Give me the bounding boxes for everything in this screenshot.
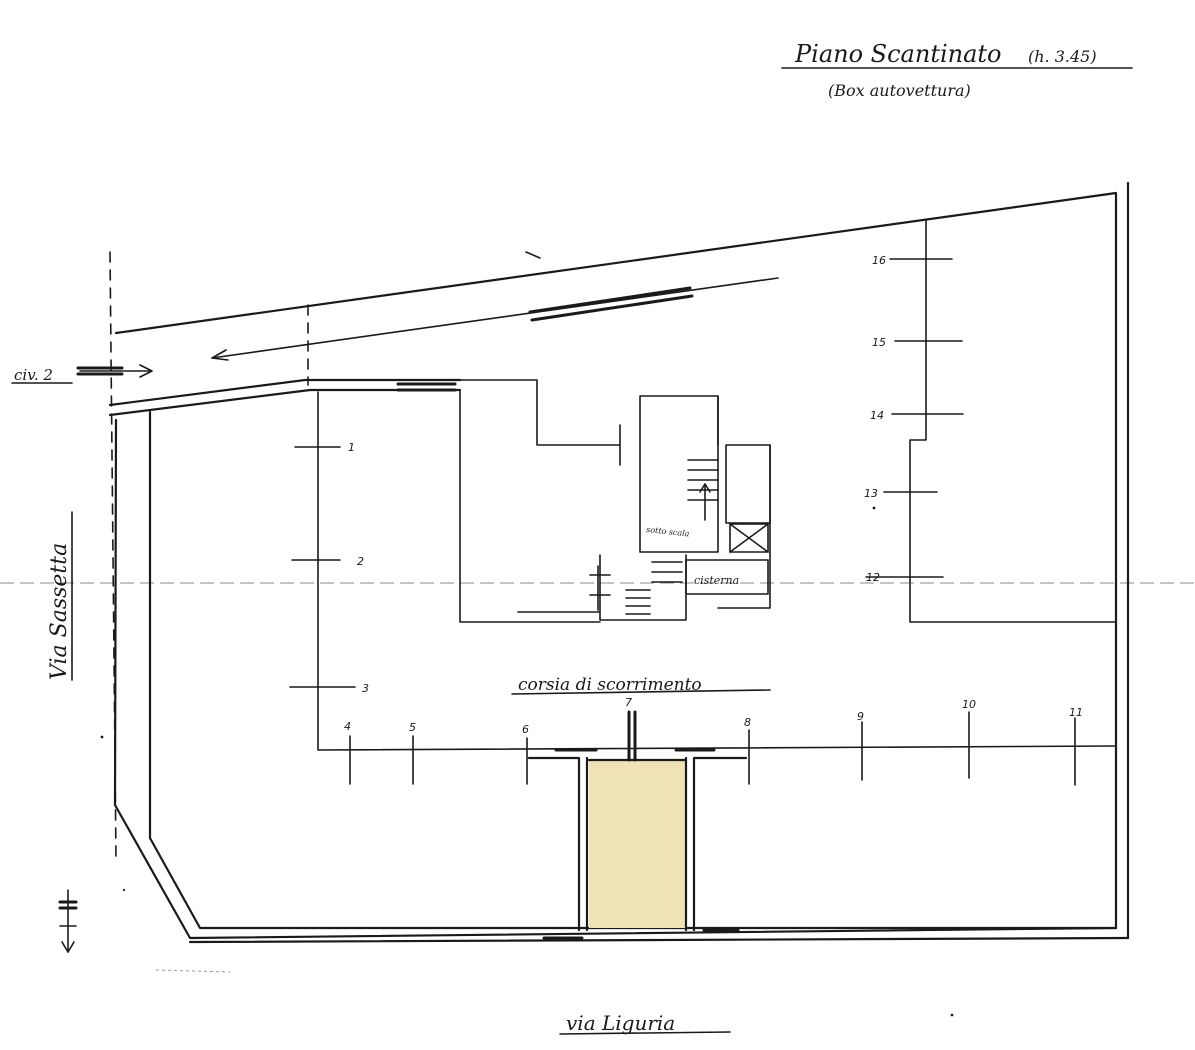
faint-mark <box>155 969 231 973</box>
box-number: 2 <box>357 555 364 568</box>
box-number: 4 <box>344 720 351 733</box>
street-bottom-label: via Liguria <box>566 1011 675 1035</box>
box-number: 15 <box>872 336 886 349</box>
box-7-highlight <box>589 760 685 928</box>
box-number: 7 <box>625 696 632 709</box>
entrance-label: civ. 2 <box>14 366 53 384</box>
cistern-label: cisterna <box>694 574 739 587</box>
corridor-underline <box>511 689 771 695</box>
plan-height: (h. 3.45) <box>1028 47 1097 66</box>
box-number: 8 <box>744 716 751 729</box>
stair-core <box>589 395 771 621</box>
box-number: 5 <box>409 721 416 734</box>
box-number: 1 <box>348 441 355 454</box>
box-number-labels: 1 2 3 4 5 6 8 9 10 11 12 13 14 15 16 <box>344 254 1083 736</box>
box-dividers <box>289 258 1076 786</box>
box-7: 7 <box>527 696 748 940</box>
ink-dot <box>950 1013 954 1017</box>
box-number: 6 <box>522 723 529 736</box>
ramp-arrows <box>76 251 779 378</box>
box-number: 10 <box>962 698 976 711</box>
box-number: 16 <box>872 254 886 267</box>
plan-subtitle: (Box autovettura) <box>828 81 971 100</box>
box-number: 12 <box>866 571 880 584</box>
street-bottom-underline <box>559 1031 731 1035</box>
stair-label: sotto scala <box>646 525 690 539</box>
plan-title: Piano Scantinato <box>794 40 1002 68</box>
interior-walls <box>317 219 1117 751</box>
street-left-label: Via Sassetta <box>47 543 72 680</box>
box-number: 11 <box>1069 706 1083 719</box>
dashed-line-left <box>109 251 117 861</box>
box-number: 3 <box>362 682 369 695</box>
corridor-label: corsia di scorrimento <box>518 675 702 695</box>
ink-dot <box>100 735 104 739</box>
box-number: 9 <box>857 710 864 723</box>
north-arrow-icon <box>58 889 78 953</box>
box-number: 14 <box>870 409 884 422</box>
box-number: 13 <box>864 487 878 500</box>
ink-dot <box>872 506 876 510</box>
